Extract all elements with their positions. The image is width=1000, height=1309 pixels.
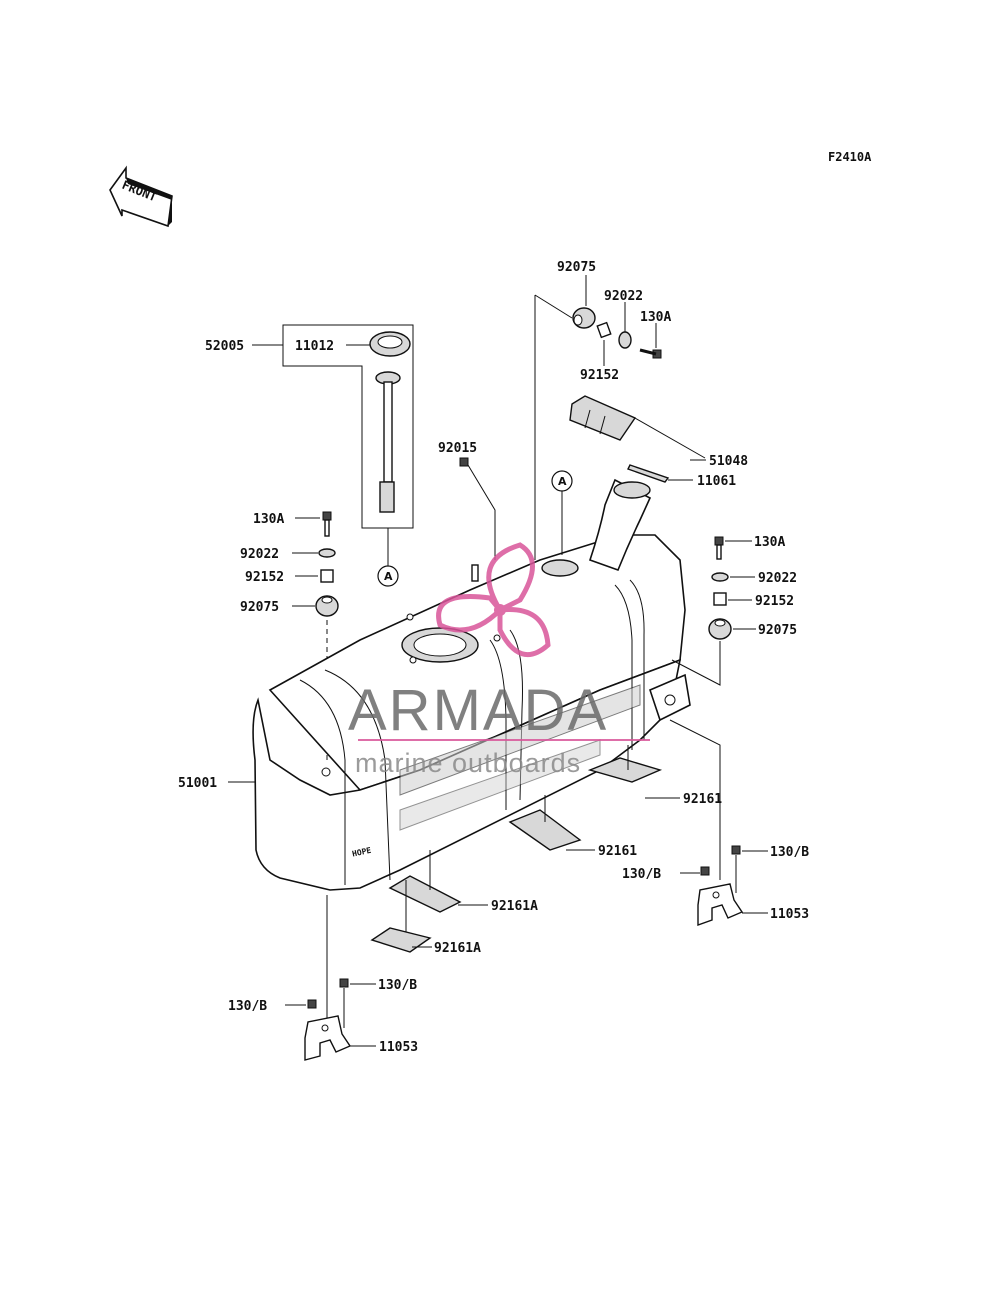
grommet-icon xyxy=(315,595,339,617)
callout-92022-top: 92022 xyxy=(604,289,643,304)
watermark-tagline: marine outboards xyxy=(355,748,581,778)
armada-watermark: ARMADA marine outboards xyxy=(348,542,650,778)
rubber-pad-icon xyxy=(587,757,663,783)
rubber-pad-icon xyxy=(370,927,432,953)
callout-11053-right: 11053 xyxy=(770,907,809,922)
callout-92022-right: 92022 xyxy=(758,571,797,586)
figure-id: F2410A xyxy=(828,150,872,164)
gauge-port-icon xyxy=(541,559,579,577)
callout-11061: 11061 xyxy=(697,474,736,489)
callout-130b-l1: 130/B xyxy=(378,978,417,993)
reference-a-tank-label: A xyxy=(558,475,567,488)
tank-badge: HOPE xyxy=(351,846,372,859)
cap-pad-icon xyxy=(569,395,706,459)
label-sticker-icon xyxy=(627,464,670,483)
callout-51048: 51048 xyxy=(709,454,748,469)
callout-92152-right: 92152 xyxy=(755,594,794,609)
callout-92075-top: 92075 xyxy=(557,260,596,275)
collar-icon xyxy=(713,592,727,606)
collar-icon xyxy=(596,321,612,339)
washer-icon xyxy=(711,572,729,582)
left-bracket-group: 130/B 130/B 11053 xyxy=(228,895,418,1061)
callout-92015: 92015 xyxy=(438,441,477,456)
callout-52005: 52005 xyxy=(205,339,244,354)
grommet-icon xyxy=(572,307,596,329)
right-bracket-group: 130/B 130/B 11053 xyxy=(622,719,809,926)
bolt-icon xyxy=(339,978,349,988)
fuel-tank: HOPE 51001 xyxy=(178,478,691,891)
watermark-brand: ARMADA xyxy=(348,678,608,743)
callout-130a-right: 130A xyxy=(754,535,785,550)
callout-92075-left: 92075 xyxy=(240,600,279,615)
rubber-pad-icon xyxy=(508,809,582,851)
reference-a-gauge xyxy=(377,565,399,587)
callout-92161a-a: 92161A xyxy=(491,899,538,914)
callout-92152-top: 92152 xyxy=(580,368,619,383)
callout-51001: 51001 xyxy=(178,776,217,791)
vent-nipple-icon xyxy=(471,564,479,582)
callout-92161a-b: 92161A xyxy=(434,941,481,956)
bolt-icon xyxy=(322,511,332,537)
callout-130a-left: 130A xyxy=(253,512,284,527)
callout-92075-right: 92075 xyxy=(758,623,797,638)
cap-nut-icon xyxy=(459,457,469,467)
bolt-icon xyxy=(307,999,317,1009)
fuel-gauge-group: A 52005 11012 xyxy=(205,324,414,587)
callout-92161-b: 92161 xyxy=(598,844,637,859)
callout-11053-left: 11053 xyxy=(379,1040,418,1055)
left-mount-hardware: 130A 92022 92152 92075 xyxy=(240,511,339,760)
bolt-icon xyxy=(639,348,662,359)
fuel-sender-unit-icon xyxy=(375,371,401,513)
callout-92152-left: 92152 xyxy=(245,570,284,585)
washer-icon xyxy=(318,548,336,558)
callout-130b-l2: 130/B xyxy=(228,999,267,1014)
mount-bracket-icon xyxy=(304,1015,352,1061)
reference-a-gauge-label: A xyxy=(384,570,393,583)
bolt-icon xyxy=(700,866,710,876)
bolt-icon xyxy=(731,845,741,855)
collar-icon xyxy=(320,569,334,583)
mount-bracket-icon xyxy=(697,883,744,926)
top-right-hardware: 92075 92022 130A 92152 51048 11061 xyxy=(534,260,748,560)
callout-130b-r1: 130/B xyxy=(770,845,809,860)
right-mount-hardware: 130A 92022 92152 92075 xyxy=(671,535,797,686)
filler-neck-icon xyxy=(588,478,652,572)
callout-11012: 11012 xyxy=(295,339,334,354)
rubber-pads: 92161 92161 92161A 92161A xyxy=(370,745,722,956)
propeller-logo-icon xyxy=(436,542,551,657)
vent-cap-group: 92015 A xyxy=(438,441,573,560)
callout-130b-r2: 130/B xyxy=(622,867,661,882)
grommet-icon xyxy=(708,618,732,640)
front-arrow-icon: FRONT xyxy=(109,165,173,228)
rubber-pad-icon xyxy=(388,875,462,913)
gasket-ring-icon xyxy=(369,331,411,357)
washer-icon xyxy=(618,331,632,349)
callout-92022-left: 92022 xyxy=(240,547,279,562)
callout-130a-top: 130A xyxy=(640,310,671,325)
bolt-icon xyxy=(714,536,724,560)
callout-92161-a: 92161 xyxy=(683,792,722,807)
